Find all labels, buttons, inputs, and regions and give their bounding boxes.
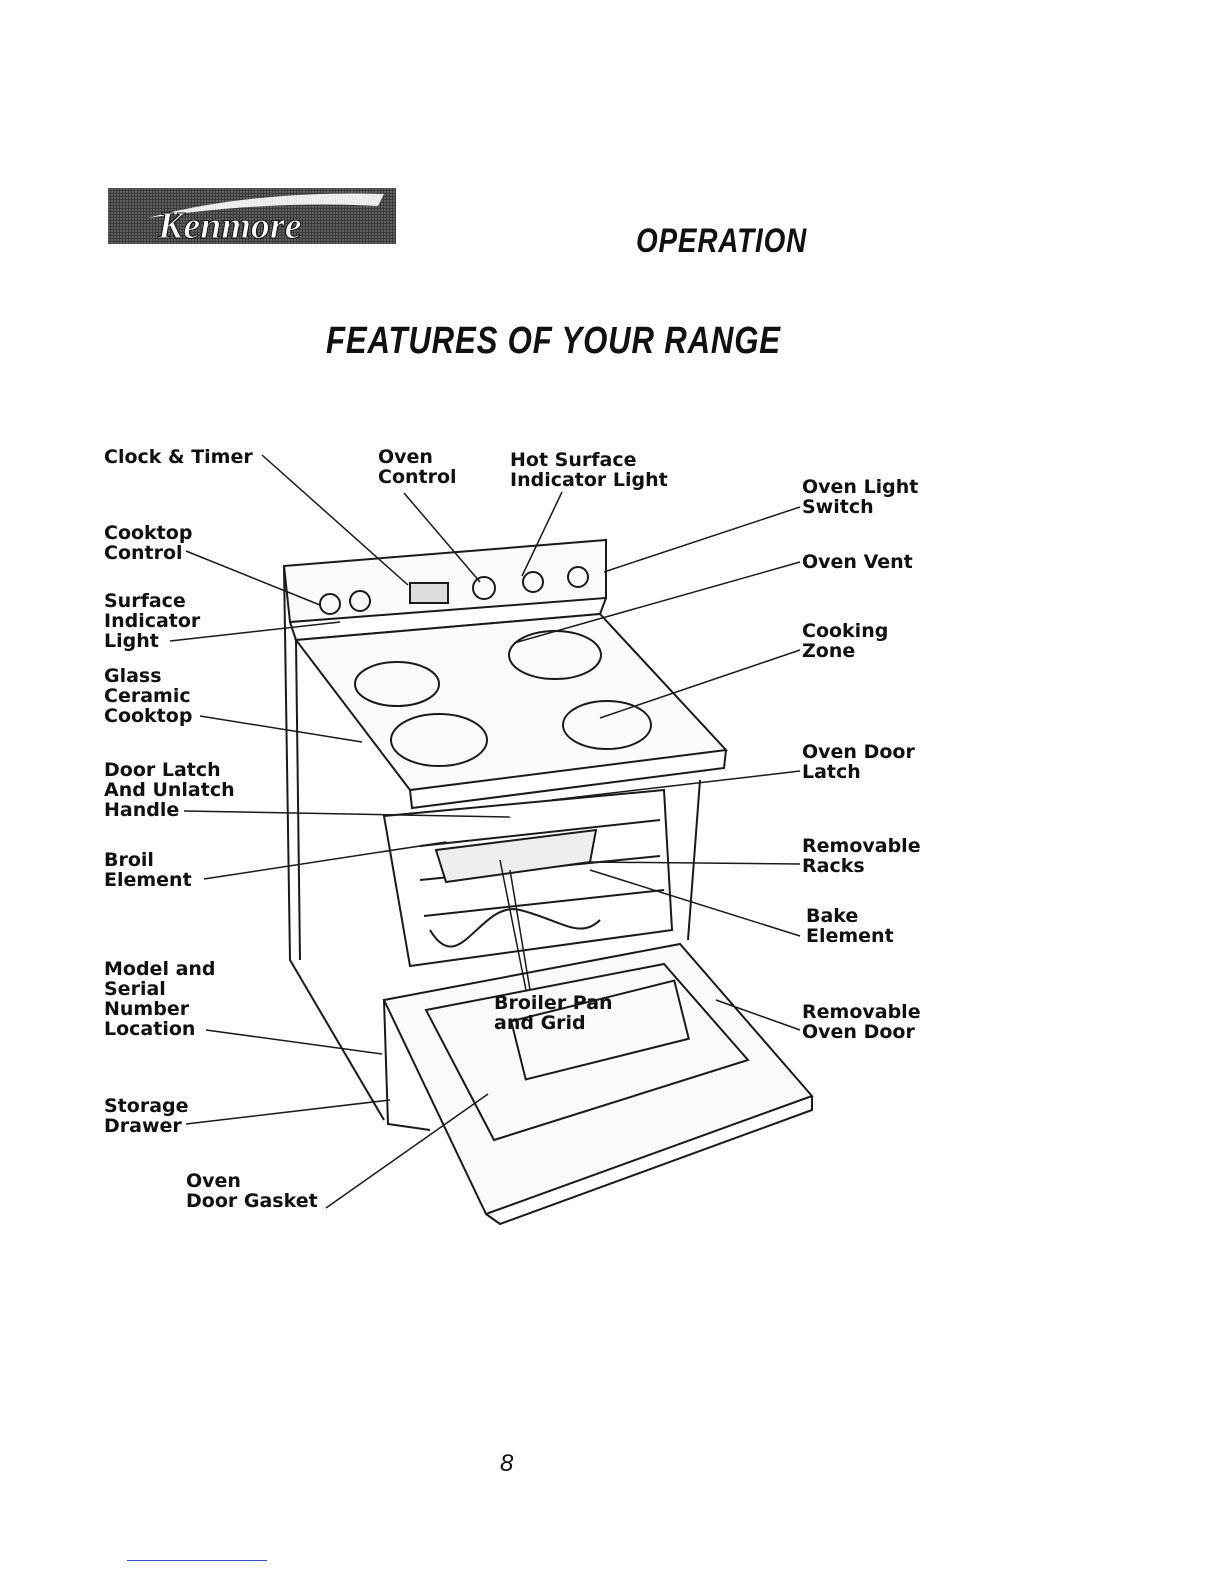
label-broiler-pan: Broiler Pan and Grid [494, 992, 613, 1034]
label-cooking-zone: Cooking Zone [802, 620, 889, 662]
label-storage-drawer: Storage Drawer [104, 1095, 189, 1137]
section-title: OPERATION [636, 222, 808, 260]
label-removable-door: Removable Oven Door [802, 1001, 921, 1043]
label-oven-door-latch: Oven Door Latch [802, 741, 915, 783]
label-broil-element: Broil Element [104, 849, 192, 891]
label-removable-racks: Removable Racks [802, 835, 921, 877]
page-title: FEATURES OF YOUR RANGE [326, 320, 781, 362]
label-door-gasket: Oven Door Gasket [186, 1170, 318, 1212]
label-door-latch: Door Latch And Unlatch Handle [104, 759, 235, 821]
label-glass-cooktop: Glass Ceramic Cooktop [104, 665, 193, 727]
kenmore-logo: Kenmore [108, 188, 396, 244]
label-oven-vent: Oven Vent [802, 551, 913, 573]
label-cooktop-control: Cooktop Control [104, 522, 193, 564]
logo-text: Kenmore [157, 205, 302, 244]
label-hot-surface: Hot Surface Indicator Light [510, 449, 668, 491]
label-clock-timer: Clock & Timer [104, 446, 253, 468]
storage-drawer [383, 999, 431, 1131]
label-oven-control: Oven Control [378, 446, 457, 488]
oven-cavity [382, 788, 674, 968]
page-number: 8 [500, 1450, 514, 1477]
label-surface-indicator: Surface Indicator Light [104, 590, 201, 652]
label-oven-light-switch: Oven Light Switch [802, 476, 919, 518]
label-bake-element: Bake Element [806, 905, 894, 947]
label-model-serial: Model and Serial Number Location [104, 958, 216, 1040]
footnote-rule [127, 1560, 267, 1561]
